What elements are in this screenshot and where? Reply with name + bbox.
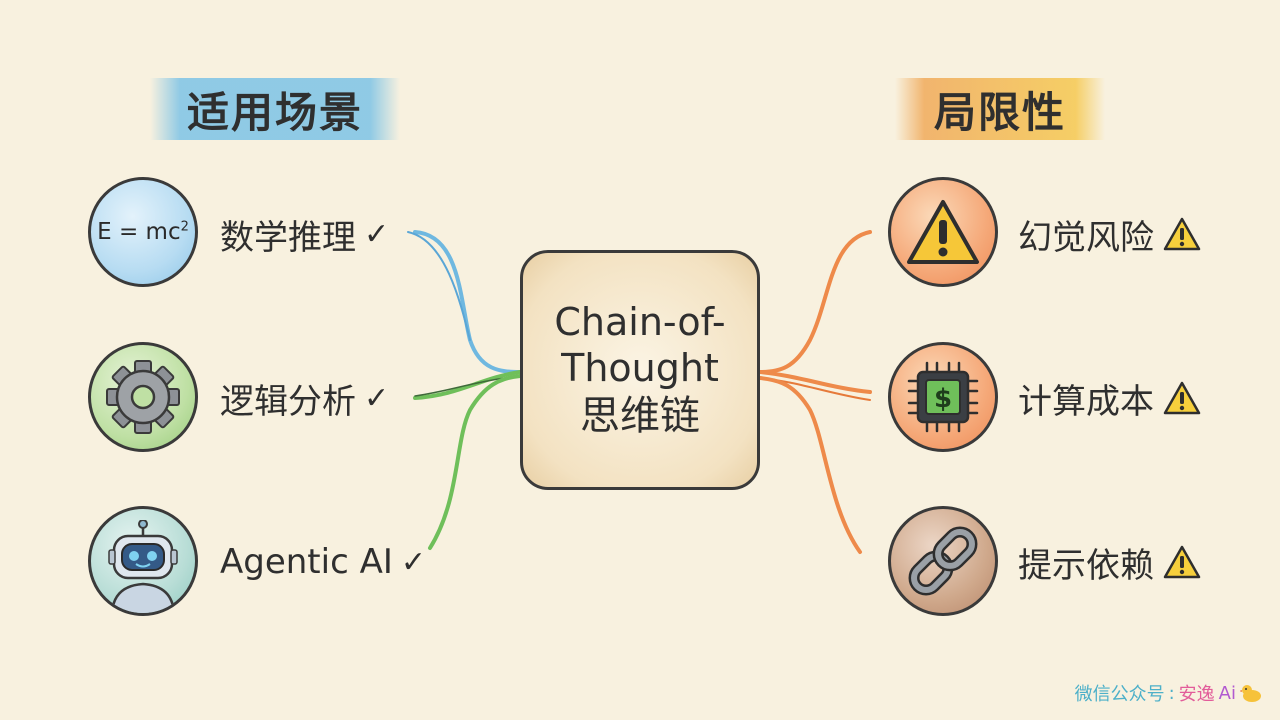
robot-icon (88, 506, 198, 616)
branch-math-tail (407, 231, 471, 341)
checkmark-icon: ✓ (364, 216, 390, 252)
chip-svg: $ (907, 361, 979, 433)
chain-svg (908, 526, 978, 596)
watermark-ai: Ai (1218, 682, 1236, 704)
robot-svg (108, 520, 178, 613)
formula-text: E = mc2 (97, 219, 189, 245)
branch-math (413, 230, 522, 374)
chain-link-icon (888, 506, 998, 616)
warning-icon (1163, 217, 1201, 251)
checkmark-icon: ✓ (364, 380, 390, 416)
branch-cost (758, 370, 872, 394)
center-node: Chain-of- Thought 思维链 (520, 250, 760, 490)
branch-logic (413, 370, 522, 400)
item-math-reasoning: 数学推理 ✓ (220, 212, 390, 258)
gear-icon (88, 342, 198, 452)
item-math-reasoning-label: 数学推理 (220, 217, 356, 258)
item-compute-cost-label: 计算成本 (1018, 381, 1154, 422)
formula-icon: E = mc2 (88, 177, 198, 287)
watermark-prefix: 微信公众号 (1074, 684, 1165, 705)
item-logic-analysis: 逻辑分析 ✓ (220, 376, 390, 422)
branch-agentic (428, 374, 522, 550)
branch-prompt (758, 376, 862, 554)
duck-icon (1240, 685, 1261, 702)
item-prompt-dependency-label: 提示依赖 (1018, 545, 1154, 586)
item-prompt-dependency: 提示依赖 (1018, 540, 1202, 586)
limitations-heading: 局限性 (895, 78, 1105, 140)
item-logic-analysis-label: 逻辑分析 (220, 381, 356, 422)
item-agentic-ai-label: Agentic AI (220, 542, 393, 582)
warning-icon (1163, 381, 1201, 415)
item-agentic-ai: Agentic AI ✓ (220, 540, 426, 584)
branch-hallucination (758, 230, 872, 374)
center-title-line2: Thought (561, 346, 719, 390)
chip-dollar-icon: $ (888, 342, 998, 452)
gear-svg (106, 360, 180, 434)
warning-triangle-svg (907, 200, 979, 264)
center-title-line1: Chain-of- (554, 300, 726, 344)
watermark-name: 安逸 (1178, 684, 1215, 705)
item-compute-cost: 计算成本 (1018, 376, 1202, 422)
applicable-scenarios-heading: 适用场景 (150, 78, 400, 140)
checkmark-icon: ✓ (400, 544, 427, 580)
watermark-colon: : (1168, 682, 1175, 704)
item-hallucination-risk-label: 幻觉风险 (1018, 217, 1154, 258)
svg-text:$: $ (934, 384, 952, 414)
watermark: 微信公众号 : 安逸 Ai (1075, 680, 1262, 706)
center-title-line3: 思维链 (580, 393, 700, 439)
warning-icon (888, 177, 998, 287)
item-hallucination-risk: 幻觉风险 (1018, 212, 1202, 258)
warning-icon (1163, 545, 1201, 579)
